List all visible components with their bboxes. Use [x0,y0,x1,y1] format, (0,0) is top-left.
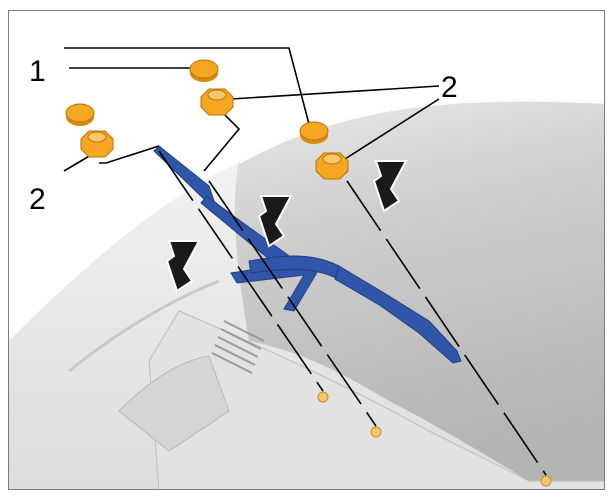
nut-part-2-a [80,130,114,158]
cap-part-1-a [65,103,95,126]
spindle-point-1 [317,391,329,403]
cowl-panel [148,310,604,489]
wiper-removal-illustration [9,47,604,489]
direction-arrow-right [372,160,408,213]
callout-label-2-right: 2 [441,71,458,104]
direction-arrow-center [257,195,293,248]
callout-label-1: 1 [29,55,46,88]
spindle-point-3 [540,475,552,487]
illustration-frame: 1 2 2 [8,10,605,490]
bonnet-edge [68,279,220,373]
nut-part-2-b [200,88,234,116]
direction-arrow-left [165,240,201,293]
callout-label-2-left: 2 [29,183,46,216]
windscreen-edge [237,95,604,164]
wiper-arm-right [248,255,462,364]
cowl-vent-grille [211,320,265,374]
leader-lines [63,47,547,476]
spindle-point-2 [370,426,382,438]
windscreen [234,98,604,481]
bay-structure [118,355,230,452]
nut-part-2-c [315,152,349,180]
cap-part-1-c [299,121,329,144]
cap-part-1-b [189,59,219,82]
